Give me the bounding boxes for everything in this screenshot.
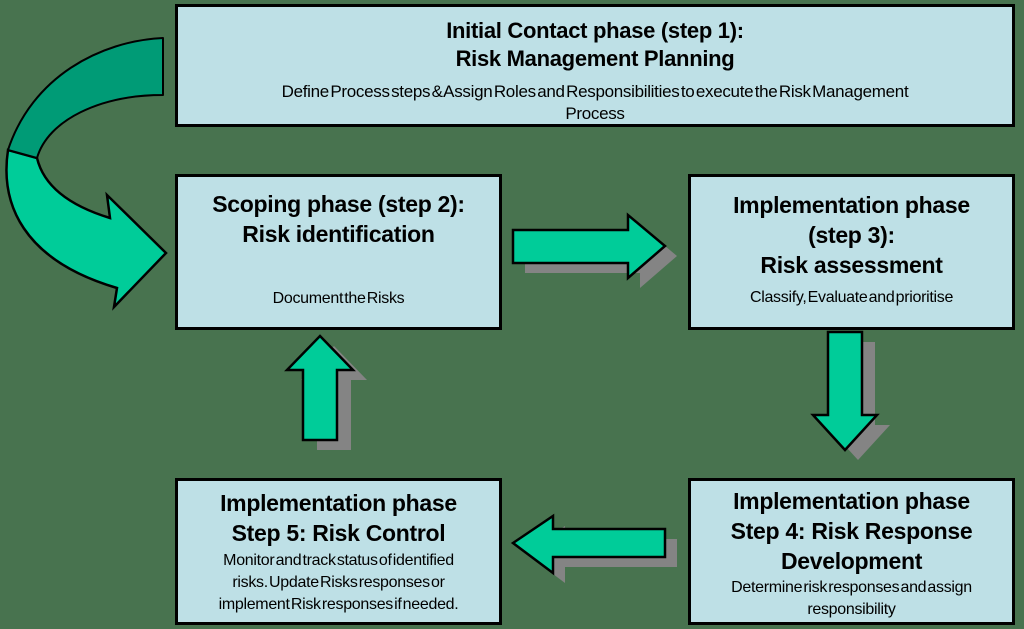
box-step3-risk-assessment: Implementation phase (step 3): Risk asse…: [688, 174, 1015, 330]
box-title-line: Implementation phase: [220, 490, 457, 516]
box-title-line: (step 3):: [808, 222, 895, 248]
box-body-line: Process: [565, 104, 625, 123]
box-body-line: Define Process steps & Assign Roles and …: [281, 82, 909, 101]
box-body-line: Monitor and track status of identified: [223, 552, 454, 569]
curved-arrow-lower-band: [5, 148, 168, 311]
arrow-step4-to-step5-icon: [510, 513, 677, 583]
box-step1-risk-management-planning: Initial Contact phase (step 1): Risk Man…: [175, 4, 1015, 127]
box-body-line: Document the Risks: [272, 290, 405, 307]
arrow-step2-to-step3-icon: [511, 212, 677, 288]
curved-arrow-step1-to-step2-icon: [5, 37, 168, 311]
box-title-line: Risk Management Planning: [455, 46, 735, 71]
box-body-line: responsibility: [807, 601, 896, 618]
box-body-line: risks. Update Risks responses or: [232, 574, 445, 591]
box-body-line: Classify, Evaluate and prioritise: [749, 289, 954, 306]
box-title-line: Implementation phase: [733, 192, 970, 218]
box-title-line: Scoping phase (step 2):: [212, 191, 465, 217]
box-body: Classify, Evaluate and prioritise: [750, 287, 953, 309]
arrow-right-shape: [511, 212, 667, 281]
box-body-line: implement Risk responses if needed.: [218, 596, 459, 613]
arrow-down-shape: [810, 330, 880, 452]
box-body-line: Determine risk responses and assign: [731, 579, 972, 596]
box-step4-risk-response-development: Implementation phase Step 4: Risk Respon…: [688, 478, 1015, 625]
box-title-line: Implementation phase: [733, 488, 970, 514]
curved-arrow-upper-band: [7, 37, 164, 159]
box-title-line: Step 5: Risk Control: [231, 520, 446, 546]
box-body: Document the Risks: [273, 288, 405, 310]
arrow-step3-to-step4-icon: [810, 330, 890, 460]
box-title: Scoping phase (step 2): Risk identificat…: [212, 189, 465, 249]
arrow-up-shape: [284, 334, 356, 442]
box-body: Define Process steps & Assign Roles and …: [282, 81, 909, 125]
box-step2-risk-identification: Scoping phase (step 2): Risk identificat…: [175, 174, 502, 330]
box-title-line: Risk assessment: [760, 252, 943, 278]
box-body: Monitor and track status of identified r…: [219, 550, 459, 616]
box-title-line: Step 4: Risk Response: [730, 518, 973, 544]
arrow-step5-to-step2-icon: [284, 334, 367, 450]
box-title-line: Development: [780, 548, 923, 574]
box-step5-risk-control: Implementation phase Step 5: Risk Contro…: [175, 478, 502, 625]
box-title-line: Risk identification: [242, 221, 435, 247]
arrow-left-shape: [510, 513, 667, 576]
box-body: Determine risk responses and assign resp…: [731, 577, 972, 621]
box-title-line: Initial Contact phase (step 1):: [446, 18, 744, 43]
